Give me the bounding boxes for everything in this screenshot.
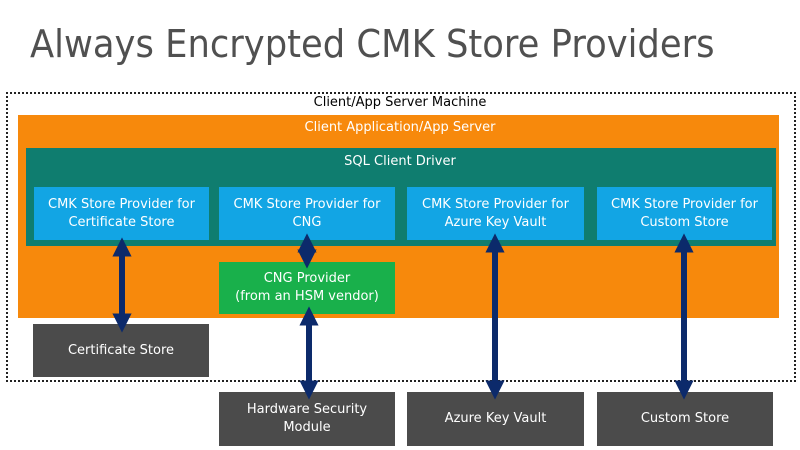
provider-azure-key-vault: CMK Store Provider for Azure Key Vault bbox=[407, 187, 584, 240]
store-hsm-label: Hardware Security Module bbox=[246, 402, 368, 435]
provider-custom-store: CMK Store Provider for Custom Store bbox=[597, 187, 772, 240]
store-azure-key-vault-label: Azure Key Vault bbox=[444, 411, 547, 426]
store-custom: Custom Store bbox=[597, 392, 773, 446]
cng-provider-box: CNG Provider (from an HSM vendor) bbox=[219, 262, 395, 314]
provider-certificate-store: CMK Store Provider for Certificate Store bbox=[34, 187, 209, 240]
store-custom-label: Custom Store bbox=[640, 411, 730, 426]
page-title: Always Encrypted CMK Store Providers bbox=[30, 22, 715, 66]
store-certificate-label: Certificate Store bbox=[67, 342, 175, 358]
store-hsm: Hardware Security Module bbox=[219, 392, 395, 446]
cng-provider-label: CNG Provider (from an HSM vendor) bbox=[235, 271, 379, 304]
provider-cng-label: CMK Store Provider for CNG bbox=[233, 196, 381, 230]
provider-certificate-store-label: CMK Store Provider for Certificate Store bbox=[48, 196, 195, 230]
store-azure-key-vault: Azure Key Vault bbox=[407, 392, 584, 446]
sql-client-driver-label: SQL Client Driver bbox=[344, 154, 456, 169]
provider-cng: CMK Store Provider for CNG bbox=[219, 187, 395, 240]
store-certificate: Certificate Store bbox=[33, 324, 209, 377]
client-machine-label: Client/App Server Machine bbox=[313, 95, 487, 110]
provider-custom-store-label: CMK Store Provider for Custom Store bbox=[611, 196, 758, 230]
provider-azure-key-vault-label: CMK Store Provider for Azure Key Vault bbox=[422, 196, 569, 230]
client-machine-boundary bbox=[6, 92, 796, 382]
client-application-label: Client Application/App Server bbox=[304, 120, 496, 135]
